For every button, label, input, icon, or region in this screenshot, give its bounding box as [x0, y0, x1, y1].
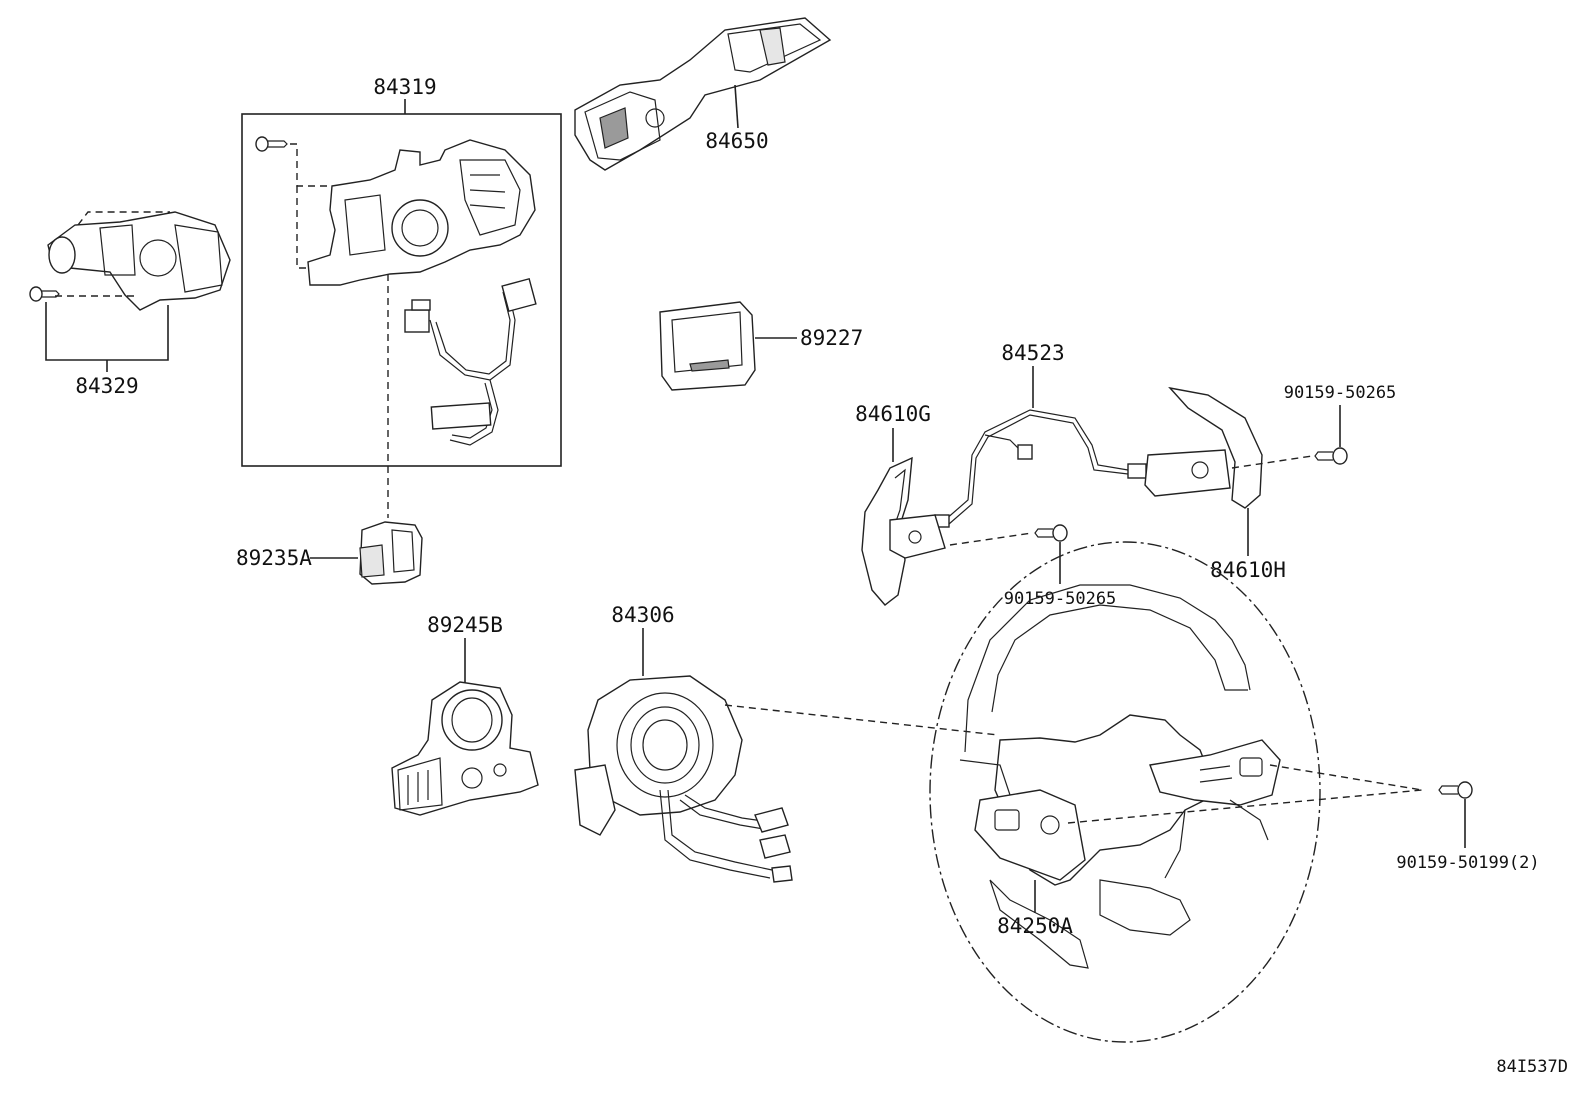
label-84610G: 84610G: [855, 402, 931, 426]
part-89235A-sensor: 89235A: [236, 521, 423, 585]
screw-icon: [1034, 524, 1068, 542]
label-89245B: 89245B: [427, 613, 503, 637]
part-84610H-paddle: 84610H: [1144, 386, 1286, 582]
label-84610H: 84610H: [1210, 558, 1286, 582]
label-84306: 84306: [611, 603, 674, 627]
part-84319-assembly: 84319: [241, 75, 562, 518]
part-89227-module: 89227: [659, 301, 863, 391]
screw-icon: [29, 286, 60, 302]
label-84319: 84319: [373, 75, 436, 99]
label-84523: 84523: [1001, 341, 1064, 365]
label-84250A: 84250A: [997, 914, 1073, 938]
label-90159-50265-top: 90159-50265: [1284, 383, 1397, 403]
label-90159-50199: 90159-50199(2): [1396, 853, 1539, 873]
screw-icon: [255, 136, 288, 152]
part-84329-turn-signal-switch: 84329: [29, 211, 231, 398]
part-89245B-steering-sensor: 89245B: [391, 613, 539, 816]
part-90159-50199-screw: 90159-50199(2): [1396, 781, 1540, 873]
part-84306-spiral-cable: 84306: [574, 603, 999, 883]
label-84329: 84329: [75, 374, 138, 398]
label-84650: 84650: [705, 129, 768, 153]
label-89227: 89227: [800, 326, 863, 350]
part-84610G-paddle: 84610G: [855, 402, 946, 606]
screw-icon: [1438, 781, 1473, 799]
part-90159-50265-screw-top: 90159-50265: [1231, 383, 1397, 469]
label-90159-50265-mid: 90159-50265: [1004, 589, 1117, 609]
screw-icon: [1314, 447, 1348, 465]
part-90159-50265-screw-mid: 90159-50265: [949, 524, 1117, 609]
part-84523-harness: 84523: [934, 341, 1147, 528]
label-89235A: 89235A: [236, 546, 312, 570]
part-84250A-steering-wheel: 84250A: [929, 541, 1423, 1043]
part-84650-wiper-switch: 84650: [574, 17, 832, 171]
drawing-code: 84I537D: [1496, 1057, 1568, 1077]
